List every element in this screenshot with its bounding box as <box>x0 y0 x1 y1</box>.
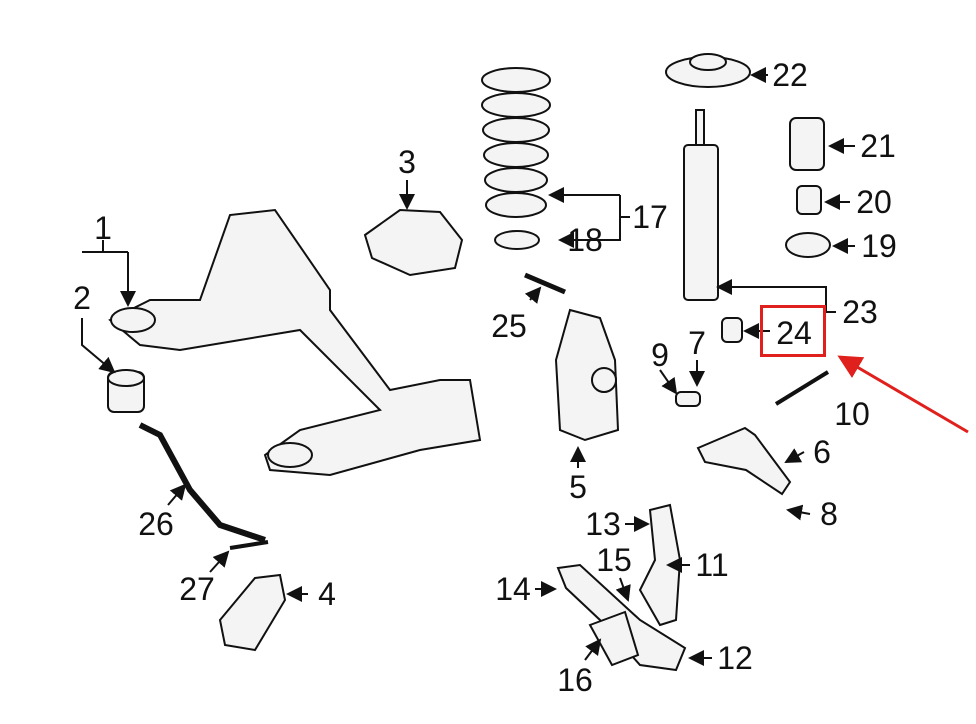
callout-19[interactable]: 19 <box>861 228 897 264</box>
callout-3[interactable]: 3 <box>398 144 416 180</box>
callout-2[interactable]: 2 <box>73 280 91 316</box>
callout-5[interactable]: 5 <box>569 469 587 505</box>
callout-16[interactable]: 16 <box>557 662 593 698</box>
spring-seat-part <box>785 232 831 258</box>
callout-24-highlighted[interactable]: 24 <box>776 315 812 351</box>
strut-bushing-part <box>721 317 743 343</box>
stabilizer-link-part <box>138 422 266 543</box>
callout-26[interactable]: 26 <box>138 506 174 542</box>
steering-knuckle-part <box>554 308 620 442</box>
mount-part <box>363 208 464 277</box>
callout-23[interactable]: 23 <box>842 294 878 330</box>
coil-spring-part <box>481 67 551 218</box>
callout-27[interactable]: 27 <box>179 571 215 607</box>
callout-15[interactable]: 15 <box>596 542 632 578</box>
dust-boot-part <box>789 117 825 171</box>
bracket-part <box>218 573 287 652</box>
callout-7[interactable]: 7 <box>688 325 706 361</box>
upper-control-arm-part <box>696 426 792 496</box>
highlight-box <box>760 305 826 357</box>
strut-part <box>683 144 719 301</box>
callout-18[interactable]: 18 <box>567 222 603 258</box>
callout-6[interactable]: 6 <box>813 434 831 470</box>
callout-9[interactable]: 9 <box>651 337 669 373</box>
callout-14[interactable]: 14 <box>495 571 531 607</box>
bump-stop-part <box>796 185 822 215</box>
callout-25[interactable]: 25 <box>491 308 527 344</box>
highlight-arrow <box>837 355 969 434</box>
callout-8[interactable]: 8 <box>820 496 838 532</box>
callout-20[interactable]: 20 <box>856 184 892 220</box>
callout-17[interactable]: 17 <box>632 199 668 235</box>
subframe-part <box>108 208 482 477</box>
leader-lines <box>81 67 855 666</box>
callout-12[interactable]: 12 <box>717 640 753 676</box>
arm-part <box>638 503 682 627</box>
callout-10[interactable]: 10 <box>834 396 870 432</box>
callout-13[interactable]: 13 <box>585 506 621 542</box>
spring-insulator-part <box>494 230 540 250</box>
callout-21[interactable]: 21 <box>860 128 896 164</box>
callout-22[interactable]: 22 <box>772 57 808 93</box>
callout-11[interactable]: 11 <box>695 547 729 583</box>
callout-1[interactable]: 1 <box>94 210 112 246</box>
callout-4[interactable]: 4 <box>318 576 336 612</box>
